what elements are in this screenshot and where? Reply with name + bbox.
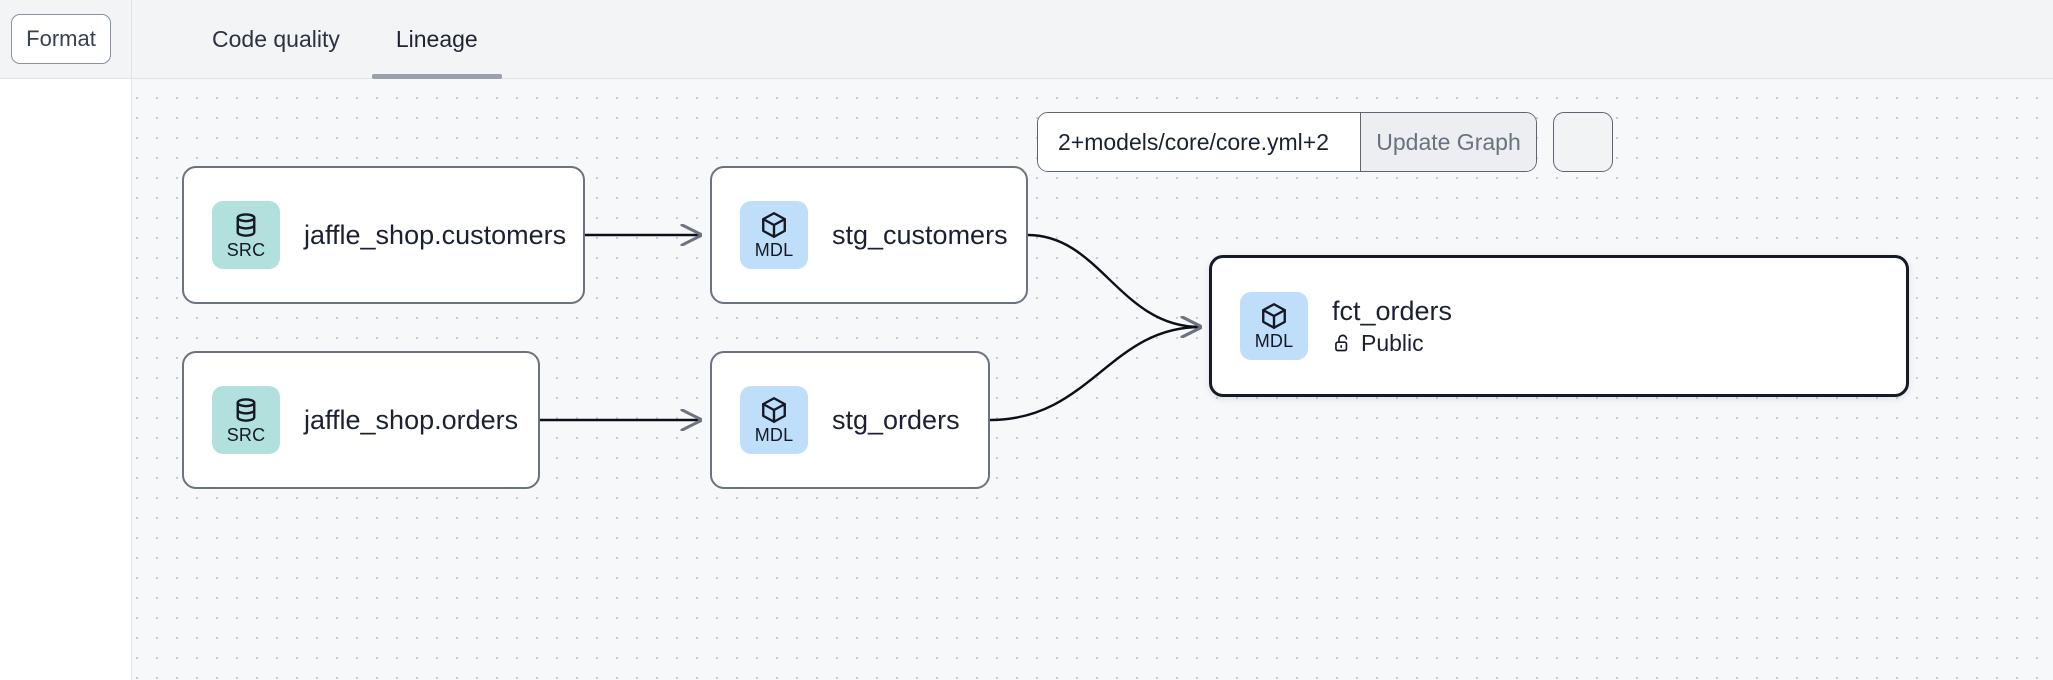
update-graph-button[interactable]: Update Graph	[1360, 113, 1536, 171]
source-badge: SRC	[212, 386, 280, 454]
model-badge: MDL	[1240, 292, 1308, 360]
edge-stgcustomers-to-fctorders	[1027, 233, 1200, 327]
lineage-node-jaffle-shop-customers[interactable]: SRC jaffle_shop.customers	[182, 166, 585, 304]
edge-stgorders-to-fctorders	[989, 327, 1200, 422]
graph-toolbar: Update Graph	[1037, 112, 1613, 172]
database-icon	[231, 395, 261, 425]
node-text-block: jaffle_shop.customers	[304, 219, 566, 251]
graph-options-button[interactable]	[1553, 112, 1613, 172]
badge-label: MDL	[754, 425, 794, 445]
selector-group: Update Graph	[1037, 112, 1537, 172]
node-access-label: Public	[1361, 330, 1424, 356]
canvas-left-gutter	[0, 79, 132, 680]
badge-label: MDL	[1254, 331, 1294, 351]
top-toolbar: Format Code quality Lineage	[0, 0, 2053, 79]
source-badge: SRC	[212, 201, 280, 269]
cube-icon	[759, 395, 789, 425]
node-text-block: jaffle_shop.orders	[304, 404, 518, 436]
badge-label: SRC	[226, 240, 266, 260]
cube-icon	[1259, 301, 1289, 331]
database-icon	[231, 210, 261, 240]
tab-bar: Code quality Lineage	[132, 0, 506, 79]
unlock-icon	[1332, 333, 1353, 354]
lineage-canvas[interactable]: SRC jaffle_shop.customers MDL stg_custo	[0, 79, 2053, 680]
tab-lineage[interactable]: Lineage	[368, 0, 506, 79]
badge-label: SRC	[226, 425, 266, 445]
lineage-node-stg-orders[interactable]: MDL stg_orders	[710, 351, 990, 489]
node-title: jaffle_shop.orders	[304, 405, 519, 435]
format-button[interactable]: Format	[11, 14, 111, 64]
model-badge: MDL	[740, 201, 808, 269]
lineage-node-stg-customers[interactable]: MDL stg_customers	[710, 166, 1028, 304]
node-access-row: Public	[1332, 329, 1452, 357]
badge-label: MDL	[754, 240, 794, 260]
lineage-node-fct-orders[interactable]: MDL fct_orders Public	[1209, 255, 1909, 397]
node-text-block: fct_orders Public	[1332, 295, 1452, 357]
toolbar-left-section: Format	[0, 0, 132, 79]
node-title: stg_customers	[832, 220, 1008, 250]
model-badge: MDL	[740, 386, 808, 454]
selector-input[interactable]	[1038, 113, 1360, 171]
cube-icon	[759, 210, 789, 240]
tab-code-quality[interactable]: Code quality	[212, 25, 340, 52]
node-title: jaffle_shop.customers	[304, 220, 567, 250]
lineage-node-jaffle-shop-orders[interactable]: SRC jaffle_shop.orders	[182, 351, 540, 489]
node-title: stg_orders	[832, 405, 960, 435]
node-title: fct_orders	[1332, 296, 1453, 326]
node-text-block: stg_orders	[832, 404, 960, 436]
node-text-block: stg_customers	[832, 219, 1008, 251]
